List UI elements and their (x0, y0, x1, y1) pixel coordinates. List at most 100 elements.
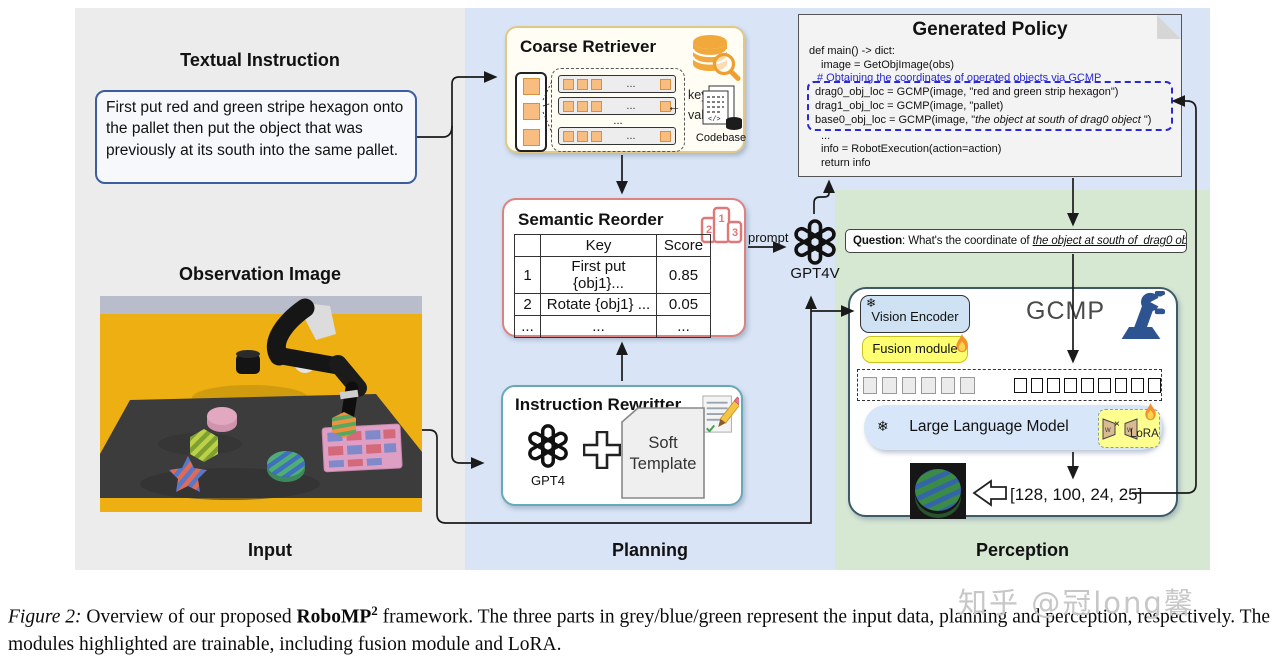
flame-trainable-icon (954, 333, 970, 354)
svg-text:2: 2 (706, 224, 712, 236)
table-row: ... ... ... (514, 315, 711, 338)
times-icon: × (1114, 419, 1120, 430)
paper-fold-icon (1157, 15, 1181, 39)
svg-text:</>: </> (708, 116, 721, 124)
coarse-retriever-title: Coarse Retriever (520, 37, 657, 56)
podium-rank-icon: 2 1 3 (700, 206, 744, 246)
caption-bold-robomp: RoboMP (296, 606, 372, 628)
textual-instruction-box: First put red and green stripe hexagon o… (95, 90, 417, 184)
text-token (1013, 377, 1027, 393)
openai-gpt4v-icon (791, 218, 839, 266)
cell-score: 0.05 (656, 293, 711, 316)
cell-rank: ... (514, 315, 541, 338)
ellipsis: ... (626, 130, 636, 142)
code-line: ... (821, 130, 831, 142)
token-square (660, 78, 671, 90)
text-token (1047, 377, 1061, 393)
header-rank (514, 234, 541, 257)
coarse-retriever-box: Coarse Retriever ... . (505, 26, 746, 153)
svg-text:W: W (1127, 428, 1133, 434)
gcmp-box: ❄ Vision Encoder GCMP Fusion module (848, 287, 1178, 519)
header-score: Score (656, 234, 711, 257)
predicted-coordinates: [128, 100, 24, 25] (1010, 485, 1143, 504)
lora-label: LoRA (1130, 428, 1159, 440)
candidate-row: ... (558, 97, 676, 115)
ellipsis: ... (626, 78, 636, 90)
table-row: 1 First put {obj1}... 0.85 (514, 256, 711, 294)
svg-text:3: 3 (732, 227, 738, 239)
cell-key: Rotate {obj1} ... (540, 293, 657, 316)
text-token (1131, 377, 1145, 393)
visual-token (960, 376, 975, 394)
perception-section-label: Perception (975, 540, 1070, 560)
text-token (1097, 377, 1111, 393)
cell-key: First put {obj1}... (540, 256, 657, 294)
generated-policy-box: Generated Policy def main() -> dict: ima… (798, 14, 1182, 177)
observation-image-title: Observation Image (178, 264, 342, 284)
question-label: Question (853, 235, 903, 247)
svg-text:W: W (1105, 428, 1111, 434)
gpt4v-label: GPT4V (790, 265, 840, 282)
code-line: def main() -> dict: (809, 45, 895, 57)
code-fragment: ") (1143, 114, 1152, 126)
text-token (1080, 377, 1094, 393)
key-val-arrow-icon: ← (667, 98, 681, 114)
watermark: 知乎 @冠long馨 (958, 586, 1195, 620)
codebase-icon: </> (700, 84, 744, 132)
large-language-model-bar: ❄ Large Language Model W W × LoRA (864, 402, 1162, 450)
cell-key: ... (540, 315, 657, 338)
cell-score: 0.85 (656, 256, 711, 294)
code-fragment: base0_obj_loc = GCMP(image, " (815, 114, 976, 126)
embedding-square (522, 128, 540, 146)
token-square (563, 100, 574, 112)
gpt4-label: GPT4 (531, 473, 565, 488)
semantic-reorder-box: Semantic Reorder 2 1 3 Key Score 1 (502, 198, 746, 338)
textual-instruction-title: Textual Instruction (180, 50, 340, 70)
llm-label: Large Language Model (909, 418, 1069, 435)
embedding-square (522, 103, 540, 121)
cell-score: ... (656, 315, 711, 338)
generated-policy-title: Generated Policy (912, 19, 1068, 40)
visual-token (863, 376, 878, 394)
instruction-rewritter-box: Instruction Rewritter (501, 385, 743, 506)
edit-document-icon (701, 393, 739, 437)
table-row: 2 Rotate {obj1} ... 0.05 (514, 293, 711, 316)
hollow-left-arrow-icon (972, 479, 1008, 507)
flame-trainable-icon (1143, 402, 1158, 422)
text-token (1148, 377, 1162, 393)
plus-icon (583, 431, 621, 469)
codebase-label: Codebase (695, 132, 747, 144)
caption-text: Overview of our proposed (81, 606, 297, 628)
figure-caption: Figure 2: Overview of our proposed RoboM… (8, 597, 1270, 658)
query-embedding-column (515, 72, 547, 152)
caption-text: framework. The three parts in grey/blue/… (8, 606, 1270, 655)
text-token (1064, 377, 1077, 393)
cell-rank: 1 (514, 256, 541, 294)
observation-image (100, 296, 422, 512)
text-token (1114, 377, 1128, 393)
soft-template-label: Soft Template (629, 434, 697, 474)
code-line: base0_obj_loc = GCMP(image, "the object … (815, 114, 1151, 126)
visual-token (901, 376, 917, 394)
soft-template-doc: Soft Template (621, 407, 705, 499)
token-square (563, 130, 574, 142)
token-square (577, 130, 588, 142)
gcmp-title: GCMP (1026, 297, 1105, 325)
token-square (563, 78, 574, 90)
token-square (591, 130, 602, 142)
embedding-square (522, 78, 540, 96)
caption-superscript: 2 (371, 603, 378, 618)
openai-gpt4-icon (525, 423, 571, 469)
question-text: : What's the coordinate of (902, 235, 1033, 247)
ellipsis: ... (613, 115, 623, 127)
question-referring-expression: the object at south of drag0 obj? (1032, 235, 1187, 247)
vision-encoder-module: ❄ Vision Encoder (860, 295, 970, 333)
fusion-module-label: Fusion module (872, 341, 958, 356)
figure-number: Figure 2: (8, 606, 82, 628)
token-square (591, 100, 602, 112)
code-line: return info (821, 157, 871, 169)
svg-text:1: 1 (719, 213, 725, 225)
question-box: Question: What's the coordinate of the o… (845, 229, 1187, 253)
snowflake-frozen-icon: ❄ (877, 418, 889, 434)
predicted-object-crop-image (910, 463, 966, 519)
